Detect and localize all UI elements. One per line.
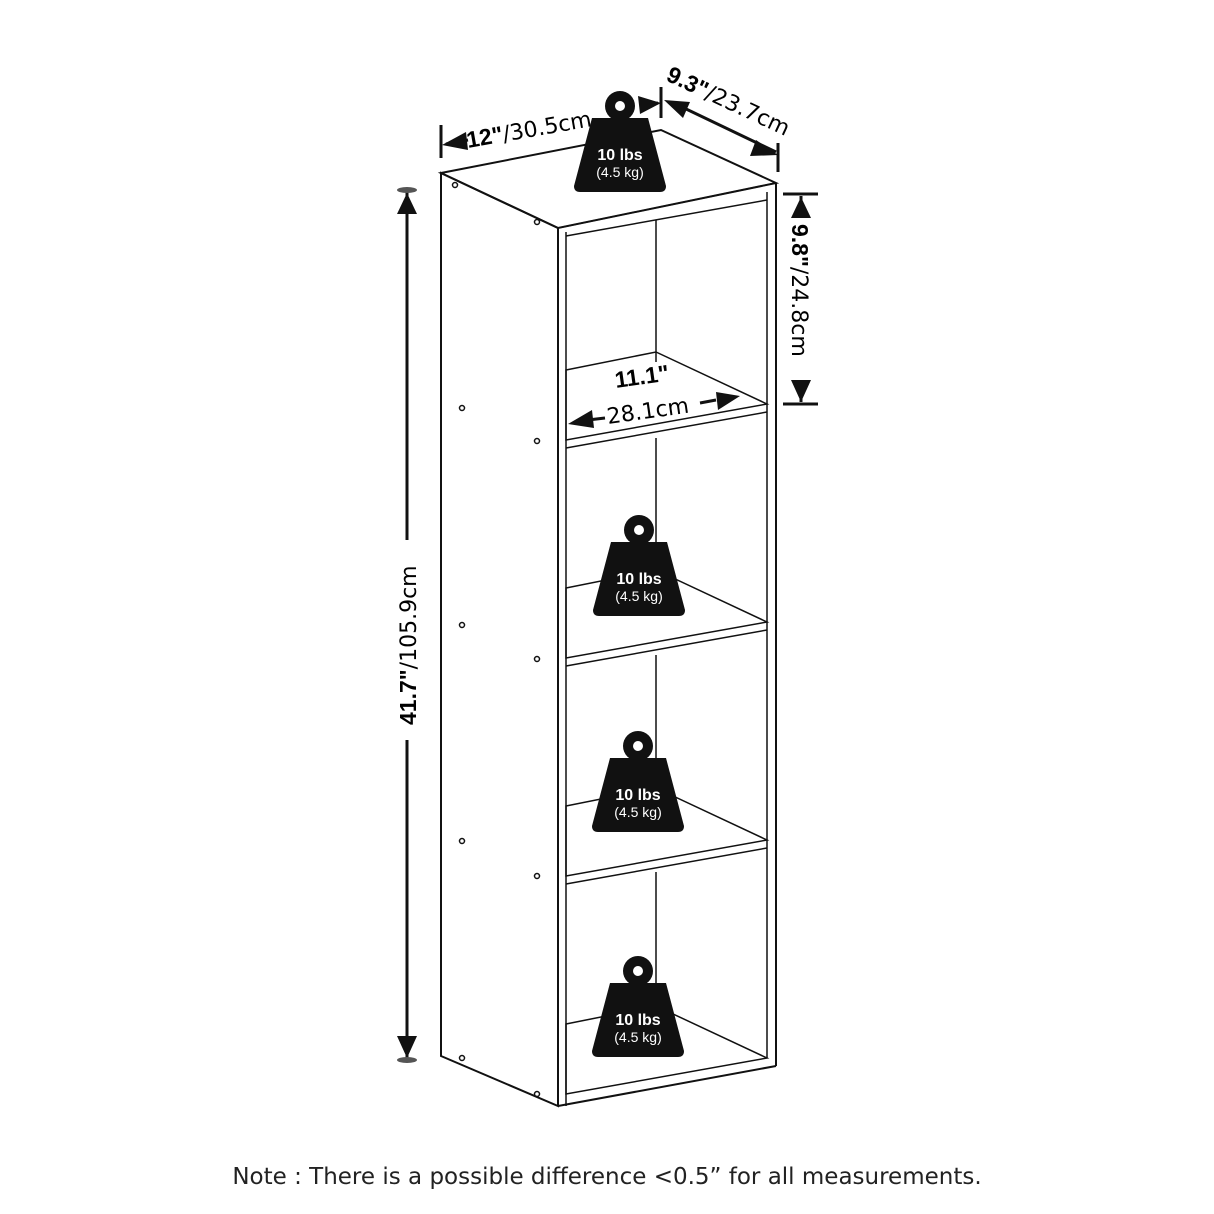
cube-height-inches: 9.8" — [787, 224, 813, 267]
inner-width-inches: 11.1" — [613, 360, 670, 393]
bookcase — [437, 128, 780, 1108]
inner-width-cm: 28.1cm — [605, 394, 690, 430]
depth-cm: /23.7cm — [701, 81, 793, 142]
cube-height-cm: /24.8cm — [786, 267, 811, 357]
weight-kg: (4.5 kg) — [614, 1029, 661, 1045]
cube-height-dimension: 9.8"/24.8cm — [783, 192, 818, 406]
width-inches: 12" — [464, 121, 504, 153]
width-cm: /30.5cm — [501, 107, 594, 147]
svg-text:9.8"/24.8cm: 9.8"/24.8cm — [786, 224, 813, 357]
measurement-note: Note : There is a possible difference <0… — [232, 1164, 982, 1190]
weight-badge-shelf-3: 10 lbs (4.5 kg) — [592, 731, 684, 832]
weight-kg: (4.5 kg) — [614, 804, 661, 820]
depth-dimension: 9.3"/23.7cm — [663, 61, 793, 172]
weight-badge-top: 10 lbs (4.5 kg) — [574, 91, 666, 192]
weight-badge-bottom: 10 lbs (4.5 kg) — [592, 956, 684, 1057]
weight-lbs: 10 lbs — [597, 147, 642, 164]
height-cm: /105.9cm — [397, 565, 422, 669]
weight-lbs: 10 lbs — [615, 787, 660, 804]
weight-kg: (4.5 kg) — [615, 588, 662, 604]
height-dimension: 41.7"/105.9cm — [395, 187, 422, 1063]
inner-width-dimension: 11.1" 28.1cm — [568, 360, 740, 430]
weight-lbs: 10 lbs — [616, 571, 661, 588]
weight-kg: (4.5 kg) — [596, 164, 643, 180]
weight-lbs: 10 lbs — [615, 1012, 660, 1029]
svg-text:41.7"/105.9cm: 41.7"/105.9cm — [395, 565, 422, 725]
weight-badge-shelf-2: 10 lbs (4.5 kg) — [593, 515, 685, 616]
height-inches: 41.7" — [395, 669, 421, 725]
